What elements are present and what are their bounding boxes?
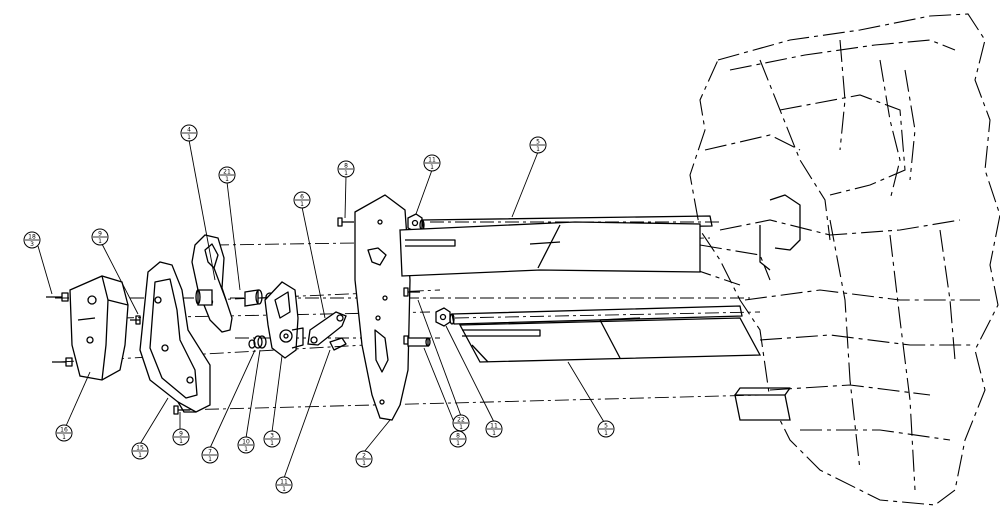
part-4-curved-plate — [191, 234, 233, 333]
callout-15: 151 — [131, 442, 149, 460]
housing-mount-block — [734, 387, 791, 421]
callout-part-number: 15 — [136, 445, 144, 452]
callout-part-number: 16 — [60, 427, 68, 434]
part-6-link-arm — [307, 311, 347, 351]
part-16-motor-housing — [69, 275, 129, 381]
callout-quantity: 1 — [62, 434, 66, 441]
part-8-pin — [407, 337, 431, 347]
callout-part-number: 2 — [362, 453, 366, 460]
callout-part-number: 21 — [223, 169, 231, 176]
callout-21: 211 — [218, 166, 236, 184]
callout-balloons: 1839116115191412117110131611118121111221… — [23, 124, 615, 494]
callout-part-number: 10 — [242, 439, 250, 446]
callout-part-number: 3 — [270, 433, 274, 440]
callout-10: 101 — [237, 436, 255, 454]
callout-part-number: 6 — [300, 194, 304, 201]
callout-part-number: 22 — [457, 417, 465, 424]
callout-11: 111 — [275, 476, 293, 494]
callout-18: 183 — [23, 231, 41, 249]
callout-quantity: 1 — [604, 430, 608, 437]
callout-quantity: 3 — [30, 241, 34, 248]
callout-8: 81 — [337, 160, 355, 178]
callout-quantity: 1 — [492, 430, 496, 437]
callout-3: 31 — [263, 430, 281, 448]
callout-5: 51 — [529, 136, 547, 154]
callout-part-number: 9 — [98, 231, 102, 238]
callout-part-number: 4 — [187, 127, 191, 134]
part-5-lower-rail — [449, 305, 762, 363]
callout-quantity: 1 — [138, 452, 142, 459]
housing-solid-bracket — [759, 194, 801, 271]
callout-quantity: 1 — [187, 134, 191, 141]
leader-lines — [37, 139, 605, 479]
callout-quantity: 1 — [282, 486, 286, 493]
callout-5: 51 — [597, 420, 615, 438]
callout-22: 221 — [452, 414, 470, 432]
part-5-upper-rail — [399, 215, 713, 277]
callout-quantity: 1 — [270, 440, 274, 447]
fastener-screws-left — [46, 292, 141, 367]
callout-quantity: 1 — [300, 201, 304, 208]
callout-part-number: 9 — [179, 431, 183, 438]
callout-16: 161 — [55, 424, 73, 442]
screw-bottom-15 — [173, 405, 190, 415]
callout-quantity: 1 — [456, 440, 460, 447]
callout-11: 111 — [485, 420, 503, 438]
callout-quantity: 1 — [459, 424, 463, 431]
callout-quantity: 1 — [225, 176, 229, 183]
part-2-main-plate — [354, 194, 411, 421]
callout-part-number: 5 — [604, 423, 608, 430]
callout-part-number: 11 — [280, 479, 288, 486]
callout-part-number: 8 — [344, 163, 348, 170]
callout-part-number: 5 — [536, 139, 540, 146]
callout-part-number: 11 — [490, 423, 498, 430]
callout-9: 91 — [172, 428, 190, 446]
seat-housing-outline — [689, 13, 1000, 506]
callout-quantity: 1 — [98, 238, 102, 245]
callout-quantity: 1 — [344, 170, 348, 177]
callout-6: 61 — [293, 191, 311, 209]
part-3-linkage-plate — [264, 281, 304, 359]
callout-7: 71 — [201, 446, 219, 464]
part-21-spacer — [195, 289, 213, 306]
part-15-bracket — [139, 261, 211, 413]
callout-8: 81 — [449, 430, 467, 448]
callout-part-number: 7 — [208, 449, 212, 456]
callout-quantity: 1 — [430, 164, 434, 171]
callout-quantity: 1 — [362, 460, 366, 467]
callout-quantity: 1 — [208, 456, 212, 463]
callout-9: 91 — [91, 228, 109, 246]
parts-10-7-washers — [248, 335, 267, 349]
callout-quantity: 1 — [244, 446, 248, 453]
callout-quantity: 1 — [536, 146, 540, 153]
callout-part-number: 18 — [28, 234, 36, 241]
callout-part-number: 11 — [428, 157, 436, 164]
callout-part-number: 8 — [456, 433, 460, 440]
callout-4: 41 — [180, 124, 198, 142]
callout-11: 111 — [423, 154, 441, 172]
callout-2: 21 — [355, 450, 373, 468]
callout-quantity: 1 — [179, 438, 183, 445]
